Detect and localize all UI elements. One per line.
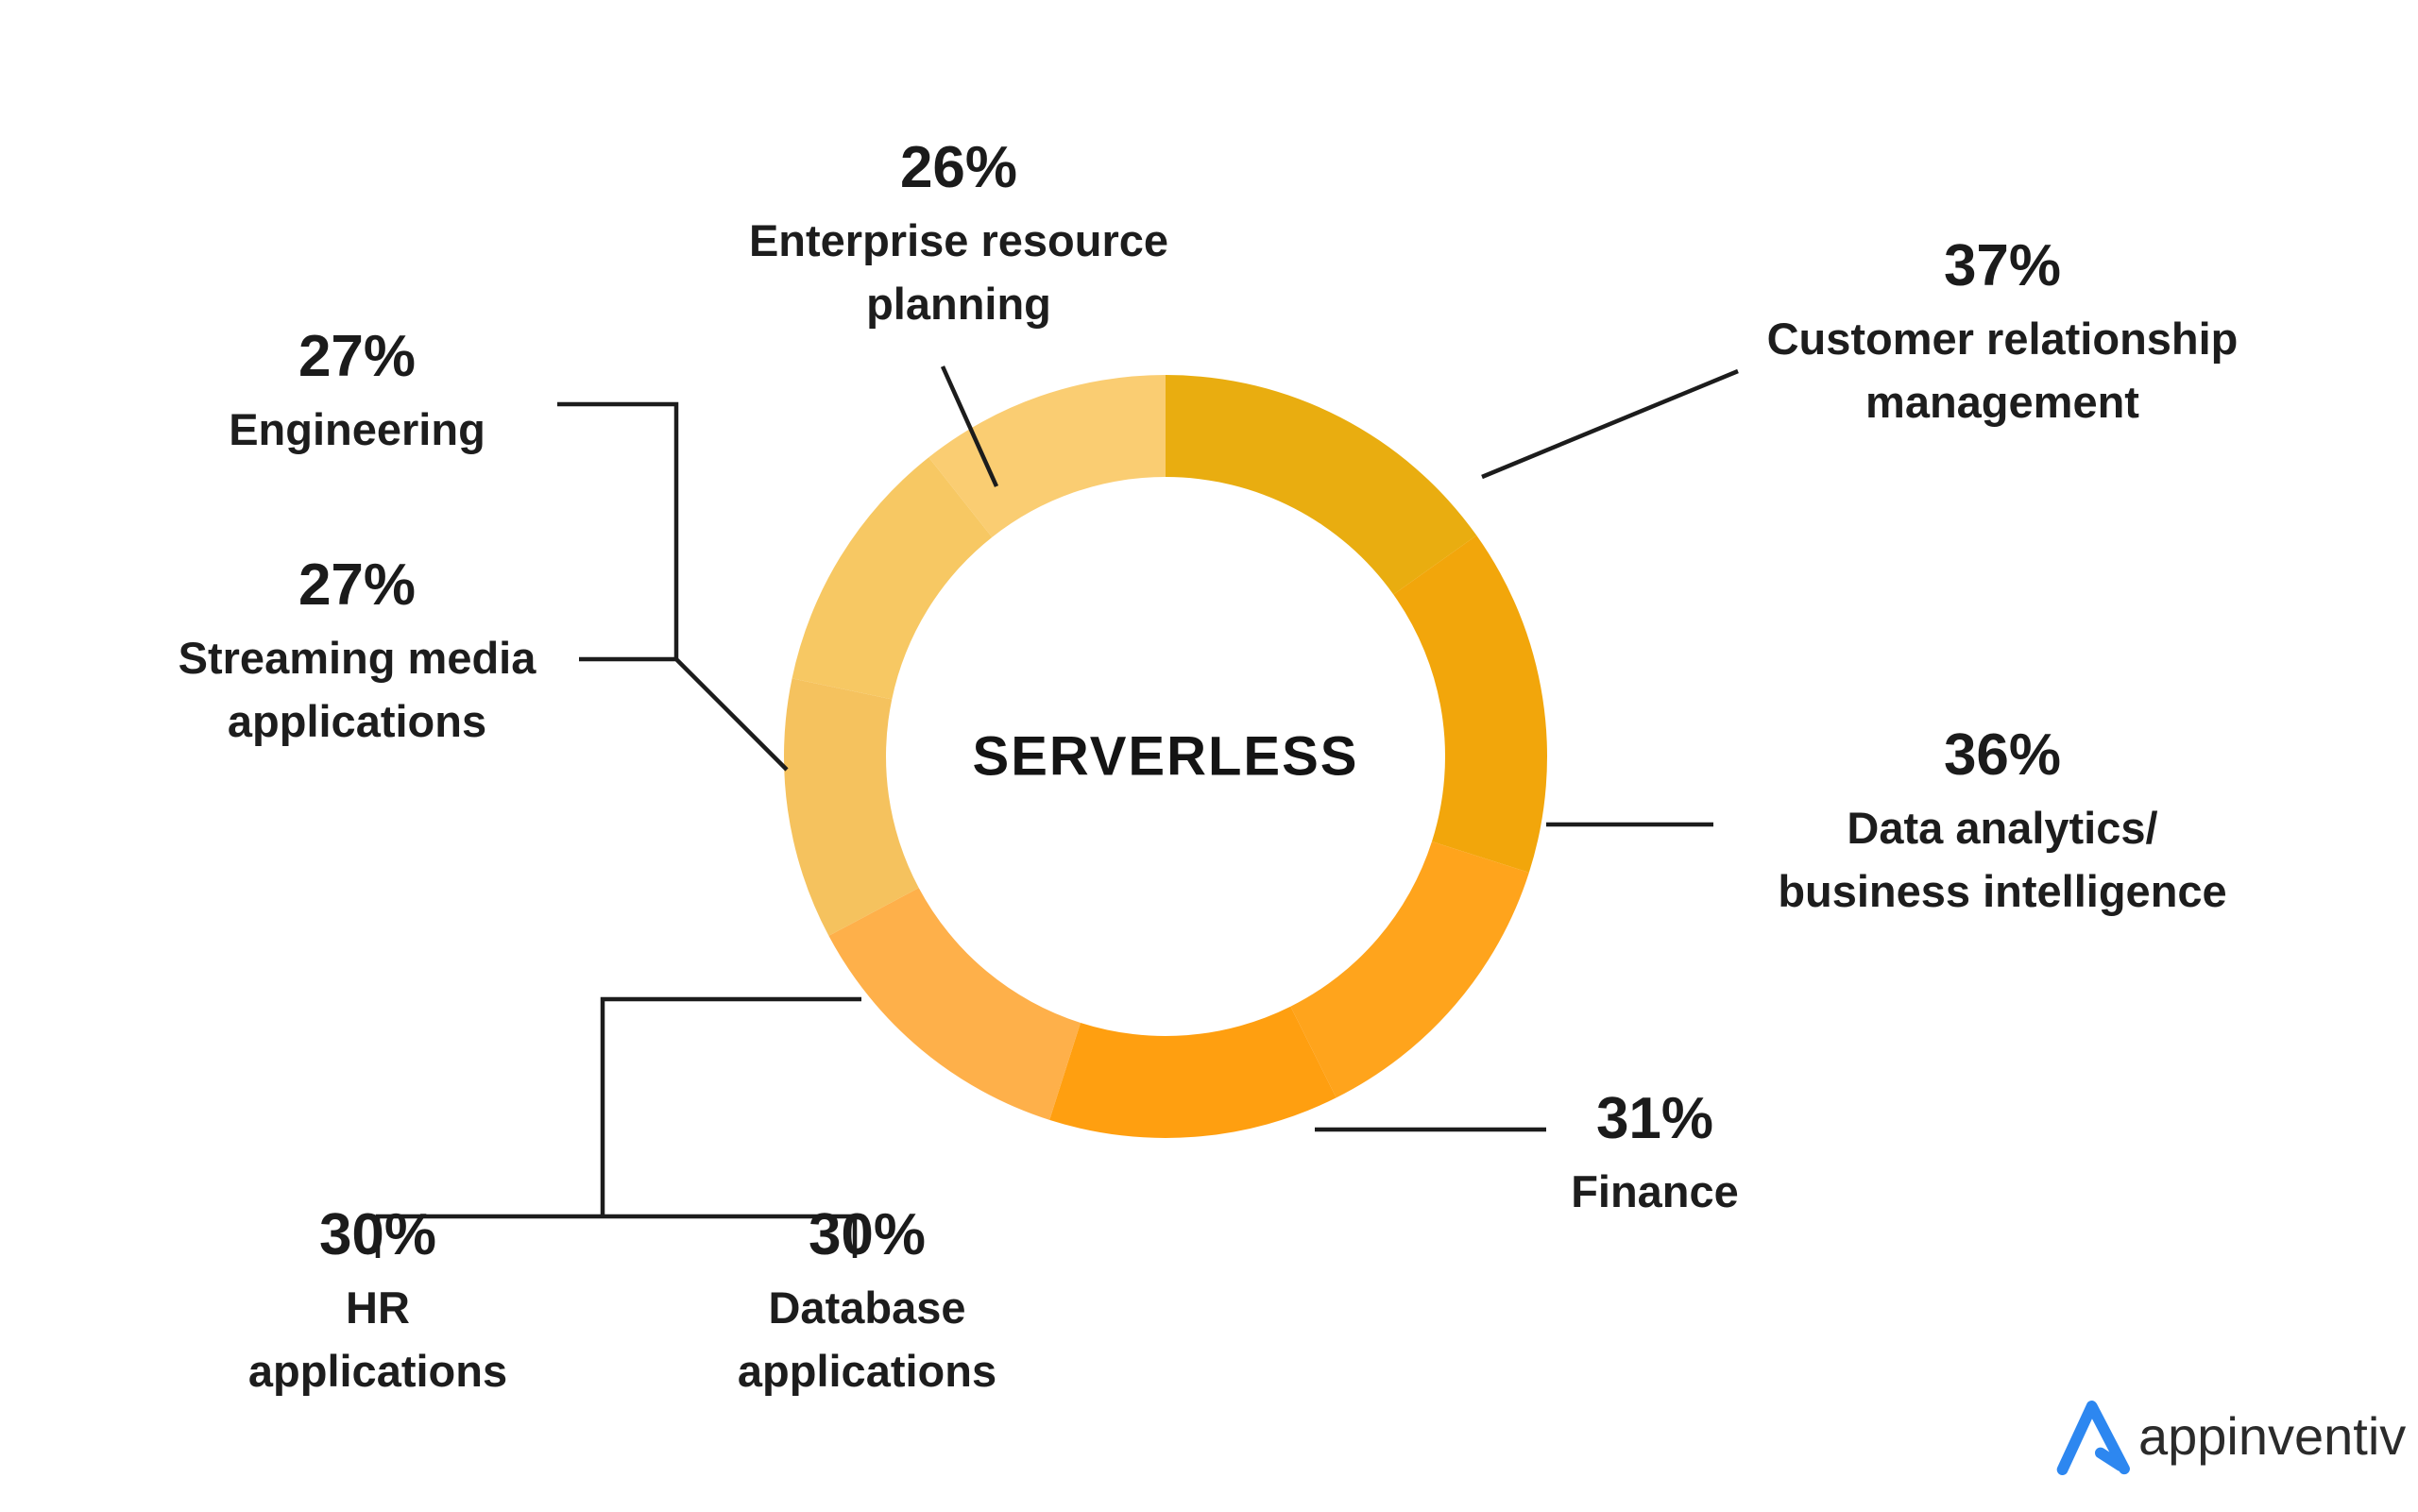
- donut-segment-streaming-media-applications: [783, 678, 919, 936]
- callout-crm: 37% Customer relationship management: [1767, 233, 2239, 433]
- donut-segment-database-applications: [1049, 1006, 1337, 1138]
- callout-engineering-percent: 27%: [298, 324, 417, 389]
- callout-streaming-percent: 27%: [298, 552, 417, 618]
- connector-engineering-streaming-bracket-top: [557, 401, 679, 659]
- callout-hr-applications: 30% HR applications: [248, 1202, 507, 1402]
- callout-crm-line1: Customer relationship: [1766, 314, 2239, 364]
- callout-data-analytics: 36% Data analytics/ business intelligenc…: [1778, 722, 2226, 923]
- connector-hr-db-stem: [600, 996, 861, 1216]
- appinventiv-logo-mark-icon: [2056, 1401, 2130, 1475]
- callout-enterprise-resource-planning: 26% Enterprise resource planning: [749, 135, 1168, 335]
- callout-erp-percent: 26%: [899, 135, 1018, 200]
- donut-segment-data-analytics-business-intelligence: [1393, 535, 1547, 873]
- callout-streaming-media: 27% Streaming media applications: [179, 552, 536, 753]
- callout-finance: 31% Finance: [1571, 1086, 1739, 1223]
- callout-streaming-line2: applications: [227, 696, 487, 746]
- donut-segment-enterprise-resource-planning: [928, 375, 1166, 537]
- callout-hr-line1: HR: [346, 1283, 410, 1333]
- connector-engineering-streaming-bracket-bottom: [579, 656, 789, 772]
- callout-finance-percent: 31%: [1595, 1086, 1714, 1151]
- donut-segment-hr-applications: [828, 888, 1081, 1120]
- callout-data-line1: Data analytics/: [1847, 803, 2158, 853]
- callout-db-line2: applications: [737, 1346, 997, 1396]
- callout-db-percent: 30%: [808, 1202, 927, 1267]
- callout-data-line2: business intelligence: [1778, 866, 2227, 916]
- callout-database-applications: 30% Database applications: [738, 1202, 996, 1402]
- callout-crm-percent: 37%: [1943, 233, 2062, 298]
- callout-erp-line2: planning: [866, 279, 1051, 329]
- appinventiv-logo-text: appinventiv: [2138, 1405, 2407, 1466]
- callout-engineering-line1: Engineering: [229, 404, 485, 454]
- callout-connector-lines: [375, 365, 1739, 1258]
- appinventiv-logo: appinventiv: [2055, 1396, 2406, 1475]
- connector-hr-db-bracket: [375, 1214, 858, 1258]
- callout-finance-line1: Finance: [1571, 1166, 1739, 1216]
- donut-segment-finance: [1290, 841, 1529, 1098]
- chart-center-title: SERVERLESS: [972, 725, 1359, 788]
- donut-segment-customer-relationship-management: [1166, 375, 1477, 595]
- callout-erp-line1: Enterprise resource: [748, 215, 1169, 265]
- callout-crm-line2: management: [1865, 377, 2139, 427]
- callout-streaming-line1: Streaming media: [178, 633, 536, 683]
- donut-segment-engineering: [792, 457, 993, 700]
- callout-hr-line2: applications: [247, 1346, 508, 1396]
- callout-db-line1: Database: [768, 1283, 966, 1333]
- connector-erp: [940, 365, 999, 487]
- callout-engineering: 27% Engineering: [229, 324, 485, 461]
- callout-hr-percent: 30%: [318, 1202, 437, 1267]
- callout-data-percent: 36%: [1943, 722, 2062, 788]
- connector-crm: [1481, 368, 1739, 480]
- donut-segments: [783, 375, 1547, 1138]
